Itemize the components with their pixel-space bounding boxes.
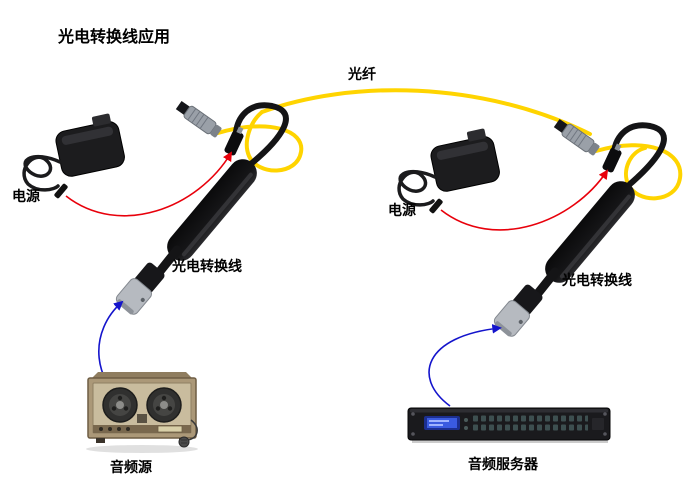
fiber-optic-cable	[216, 88, 683, 201]
fiber-connector-right	[553, 118, 600, 156]
server-display	[424, 416, 460, 430]
server-buttons	[472, 415, 588, 434]
power-cable-left	[65, 151, 232, 217]
microphone-icon	[178, 419, 198, 448]
adapter-body-right	[430, 136, 500, 192]
converter-label-right: 光电转换线	[562, 272, 632, 288]
tape-recorder	[86, 372, 198, 453]
power-label-right: 电源	[388, 202, 416, 218]
xlr-connector-right	[493, 284, 543, 337]
power-label-left: 电源	[12, 188, 40, 204]
power-adapter-left	[22, 113, 125, 199]
fiber-label: 光纤	[348, 66, 376, 82]
reel-left	[102, 387, 138, 423]
adapter-plug-right	[429, 198, 443, 214]
fiber-loop-left	[216, 110, 304, 173]
audio-server-label: 音频服务器	[468, 456, 538, 472]
converter-pigtail-left	[233, 102, 289, 166]
signal-cable-right	[428, 324, 502, 407]
audio-server	[407, 407, 611, 443]
dc-jack-right	[602, 143, 622, 173]
power-cable-right	[440, 169, 609, 231]
fiber-span	[260, 88, 592, 136]
adapter-plug-left	[54, 183, 68, 199]
reel-right	[146, 387, 182, 423]
dc-jack-left	[224, 126, 244, 156]
converter-pigtail-right	[611, 122, 667, 187]
converter-label-left: 光电转换线	[172, 258, 242, 274]
page-title: 光电转换线应用	[58, 29, 171, 46]
adapter-body-left	[55, 121, 125, 177]
adapter-cord-right	[397, 169, 437, 207]
converter-assembly-right	[493, 118, 667, 337]
converter-assembly-left	[115, 100, 289, 315]
power-adapter-right	[397, 128, 500, 214]
converter-body-left	[167, 159, 257, 261]
fiber-connector-left	[175, 100, 222, 138]
adapter-cord-left	[22, 154, 62, 192]
fiber-loop-right	[594, 143, 683, 201]
audio-source-label: 音频源	[110, 459, 152, 475]
converter-body-right	[545, 181, 635, 283]
